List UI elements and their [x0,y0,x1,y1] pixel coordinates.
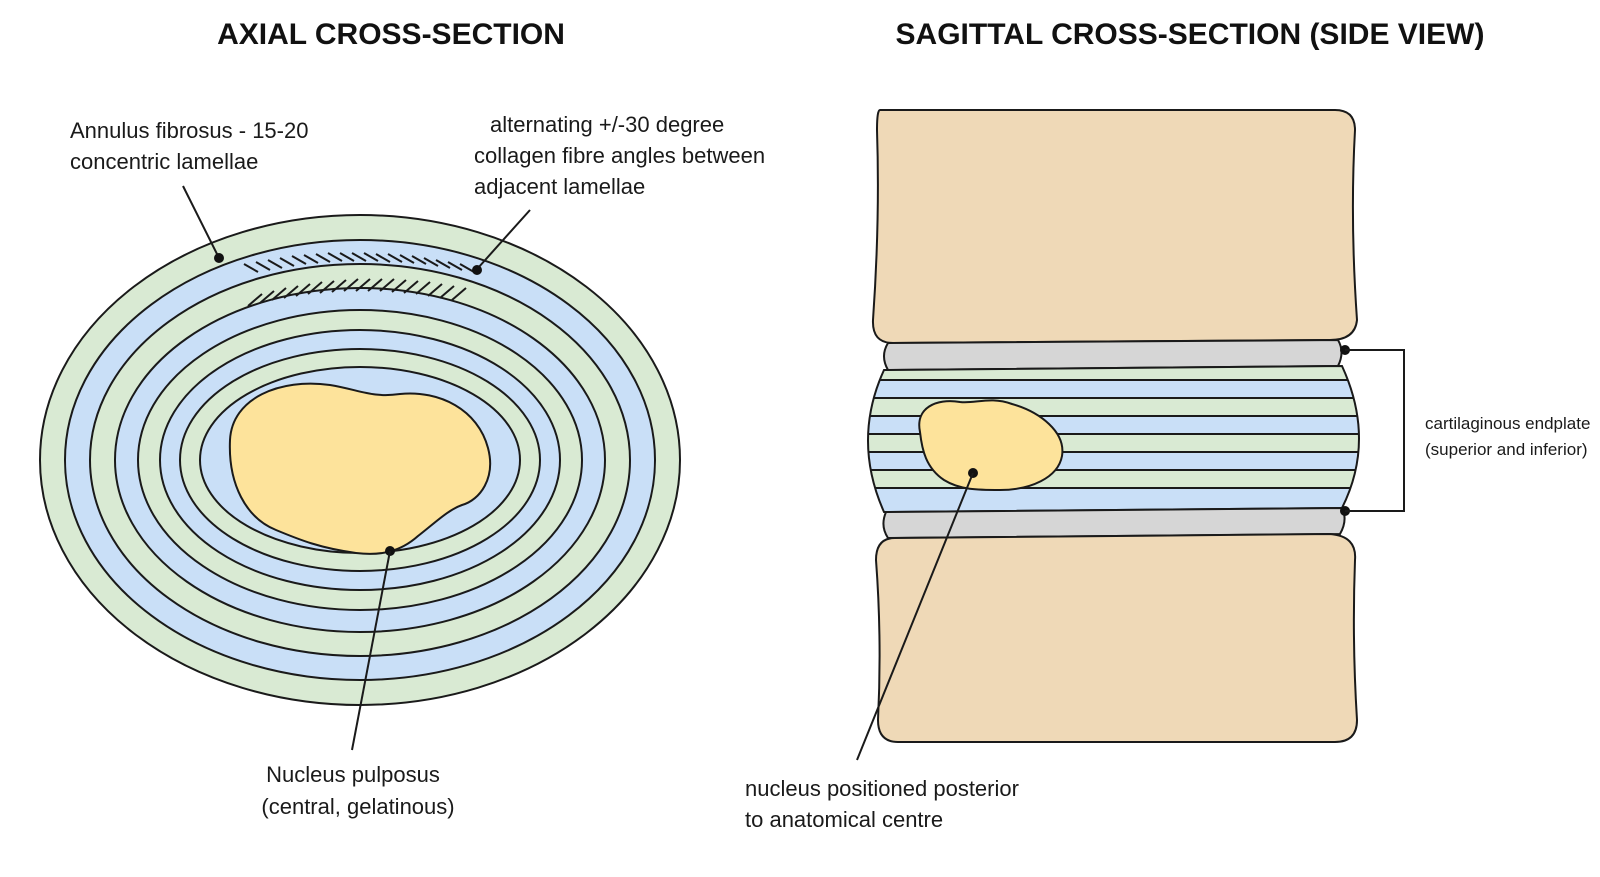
endplate-label-line1: cartilaginous endplate [1425,414,1590,433]
sagittal-title: SAGITTAL CROSS-SECTION (SIDE VIEW) [896,18,1485,51]
sagittal-nucleus-label-line1: nucleus positioned posterior [745,776,1019,801]
annulus-label-line1: Annulus fibrosus - 15-20 [70,118,308,143]
fibre-label-line1: alternating +/-30 degree [490,112,724,137]
axial-title: AXIAL CROSS-SECTION [217,18,565,51]
superior-vertebra [871,109,1359,345]
superior-endplate [883,338,1343,372]
sagittal-nucleus-label-line2: to anatomical centre [745,807,943,832]
inferior-vertebra [874,532,1359,743]
fibre-leader-dot [472,265,482,275]
fibre-hatch-inner [247,278,467,307]
axial-disc [39,214,681,706]
sagittal-nucleus-leader [856,472,974,761]
fibre-label-line3: adjacent lamellae [474,174,645,199]
axial-nucleus-label-line1: Nucleus pulposus [266,762,440,787]
fibre-label-line2: collagen fibre angles between [474,143,765,168]
annulus-leader-dot [214,253,224,263]
axial-nucleus [228,382,492,555]
axial-nucleus-label-line2: (central, gelatinous) [261,794,454,819]
endplate-label-line2: (superior and inferior) [1425,440,1588,459]
annulus-label-line2: concentric lamellae [70,149,258,174]
fibre-leader [477,209,531,269]
annulus-leader [182,185,219,257]
sagittal-spine [867,109,1360,743]
sagittal-nucleus [918,399,1064,492]
axial-nucleus-leader [351,550,391,751]
fibre-hatch-outer [243,252,475,273]
endplate-bracket [1340,345,1405,516]
